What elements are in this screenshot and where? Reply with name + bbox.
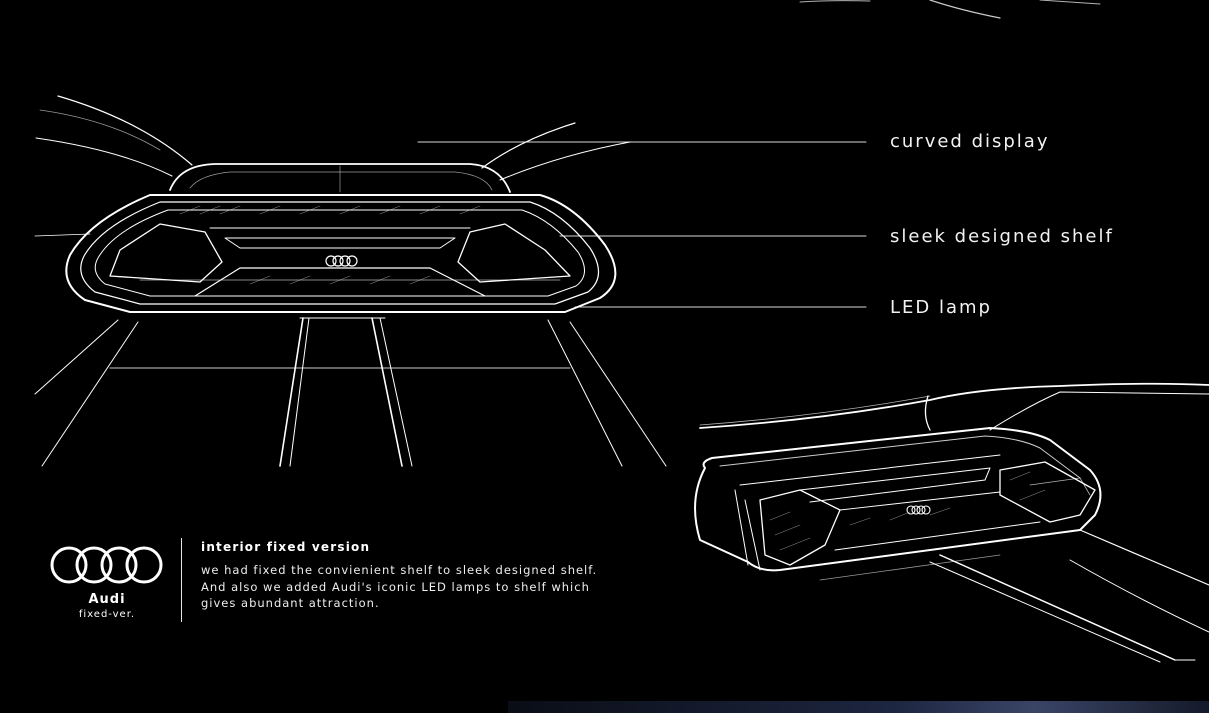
description-line: And also we added Audi's iconic LED lamp… xyxy=(201,579,590,594)
description-block: interior fixed version we had fixed the … xyxy=(201,540,641,612)
front-view-sketch xyxy=(34,95,667,467)
audi-logo-block: Audi fixed-ver. xyxy=(48,544,166,620)
callout-sleek-shelf: sleek designed shelf xyxy=(890,226,1114,247)
callout-curved-display: curved display xyxy=(890,131,1050,152)
audi-rings-icon xyxy=(50,546,163,584)
callout-led-lamp: LED lamp xyxy=(890,297,992,318)
perspective-view-sketch xyxy=(694,382,1209,663)
bottom-photo-strip xyxy=(508,701,1209,713)
brand-name: Audi xyxy=(88,592,126,607)
description-line: we had fixed the convienient shelf to sl… xyxy=(201,563,598,577)
vertical-divider xyxy=(181,538,182,622)
description-body: we had fixed the convienient shelf to sl… xyxy=(201,562,641,612)
brand-subtitle: fixed-ver. xyxy=(78,609,136,620)
description-line: gives abundant attraction. xyxy=(201,596,380,610)
description-title: interior fixed version xyxy=(201,540,371,554)
